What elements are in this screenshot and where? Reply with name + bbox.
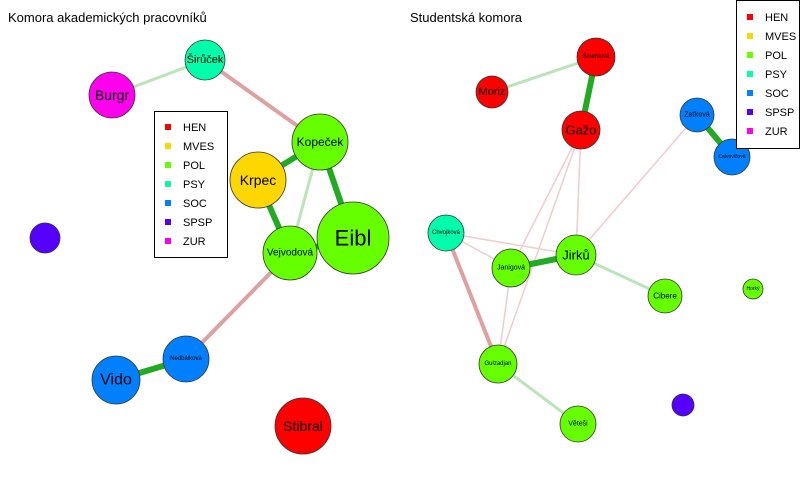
legend-swatch <box>165 162 171 169</box>
legend-label: SOC <box>765 88 789 101</box>
node-Kopeček <box>291 113 349 171</box>
node-spsp-left <box>29 222 61 254</box>
node-label: Chvojková <box>432 230 461 236</box>
legend-swatch <box>747 14 753 21</box>
legend-label: PSY <box>765 69 788 82</box>
edge-Zaťková-Jirků <box>575 114 698 256</box>
node-label: Horký <box>746 286 760 292</box>
node-label: Moriz <box>479 86 506 98</box>
node-label: Gulzadjan <box>484 361 511 367</box>
legend-item-hen: HEN <box>747 12 788 26</box>
node-Vejvodová <box>262 225 318 281</box>
node-Věteši <box>559 405 597 443</box>
node-Širůček <box>184 39 226 81</box>
node-label: Kopeček <box>297 135 345 149</box>
legend-label: SPSP <box>183 217 213 230</box>
legend-label: HEN <box>183 122 207 135</box>
node-Stibral <box>274 397 332 455</box>
node-Nedbálková <box>162 335 210 383</box>
legend-item-pol: POL <box>165 160 205 174</box>
node-label: Zaťková <box>684 112 710 119</box>
node-label: Nedbálková <box>170 356 202 362</box>
node-label: Janigová <box>497 265 525 272</box>
node-label: Jirků <box>562 248 589 263</box>
node-Gažo <box>561 110 601 150</box>
edge-Gažo-Janigová <box>510 129 582 269</box>
node-Zaťková <box>679 97 715 133</box>
legend-label: ZUR <box>765 126 788 139</box>
node-Gulzadjan <box>478 344 518 384</box>
legend-item-psy: PSY <box>747 69 787 83</box>
legend-swatch <box>747 90 753 97</box>
legend-swatch <box>165 200 171 207</box>
edge-Gažo-Gulzadjan <box>497 129 582 365</box>
node-label: Širůček <box>187 53 224 66</box>
legend-left: HEN MVES POL PSY SOC SPSP ZUR <box>154 111 228 258</box>
legend-label: POL <box>183 160 206 173</box>
edge-Chvojková-Jirků <box>445 232 577 256</box>
node-Cibere <box>647 278 683 314</box>
node-Janigová <box>491 248 531 288</box>
legend-label: SOC <box>183 198 207 211</box>
legend-label: PSY <box>183 179 206 192</box>
legend-swatch <box>165 143 171 150</box>
legend-swatch <box>747 128 753 135</box>
node-Jirků <box>555 234 597 276</box>
legend-item-spsp: SPSP <box>747 107 794 121</box>
node-Chvojková <box>427 214 465 252</box>
legend-item-zur: ZUR <box>165 236 206 250</box>
node-Burgr <box>88 71 136 119</box>
node-label: Šmehlová <box>583 53 610 60</box>
node-Šmehlová <box>576 37 616 77</box>
node-label: Stibral <box>283 418 323 434</box>
legend-label: ZUR <box>183 236 206 249</box>
legend-swatch <box>165 181 171 188</box>
legend-swatch <box>747 52 753 59</box>
panel-title-left: Komora akademických pracovníků <box>8 10 207 25</box>
node-Krpec <box>229 151 287 209</box>
node-label: Vejvodová <box>267 248 314 259</box>
panel-title-right: Studentská komora <box>410 10 523 25</box>
node-label: Krpec <box>240 172 277 188</box>
legend-item-mves: MVES <box>165 141 214 155</box>
legend-label: SPSP <box>765 107 795 120</box>
node-label: Gažo <box>565 123 596 138</box>
legend-swatch <box>165 238 171 245</box>
node-Moriz <box>475 75 509 109</box>
node-label: Vido <box>100 372 132 389</box>
legend-item-psy: PSY <box>165 179 205 193</box>
legend-item-zur: ZUR <box>747 126 788 140</box>
edge-Chvojková-Gulzadjan <box>444 232 500 365</box>
legend-label: POL <box>765 50 788 63</box>
node-label: Burgr <box>95 87 130 103</box>
node-label: Věteši <box>568 421 588 428</box>
node-Eibl <box>316 201 390 275</box>
legend-item-soc: SOC <box>747 88 789 102</box>
legend-label: HEN <box>765 12 789 25</box>
legend-item-soc: SOC <box>165 198 207 212</box>
node-spsp-right <box>671 393 695 417</box>
network-akademicka-komora: ŠirůčekBurgrKopečekKrpecEiblVejvodováVid… <box>29 39 390 455</box>
legend-swatch <box>747 71 753 78</box>
node-Horký <box>742 278 764 300</box>
legend-label: MVES <box>765 31 797 44</box>
legend-item-hen: HEN <box>165 122 206 136</box>
legend-swatch <box>165 219 171 226</box>
legend-swatch <box>165 124 171 131</box>
legend-label: MVES <box>183 141 215 154</box>
legend-item-mves: MVES <box>747 31 796 45</box>
node-label: Cibere <box>653 292 677 301</box>
edge-Gažo-Jirků <box>575 129 582 256</box>
legend-swatch <box>747 33 753 40</box>
node-label: Calvovičová <box>719 154 746 160</box>
legend-swatch <box>747 109 753 116</box>
node-Vido <box>91 355 141 405</box>
legend-item-pol: POL <box>747 50 787 64</box>
legend-right: HEN MVES POL PSY SOC SPSP ZUR <box>736 0 800 149</box>
node-label: Eibl <box>335 226 372 251</box>
legend-item-spsp: SPSP <box>165 217 212 231</box>
